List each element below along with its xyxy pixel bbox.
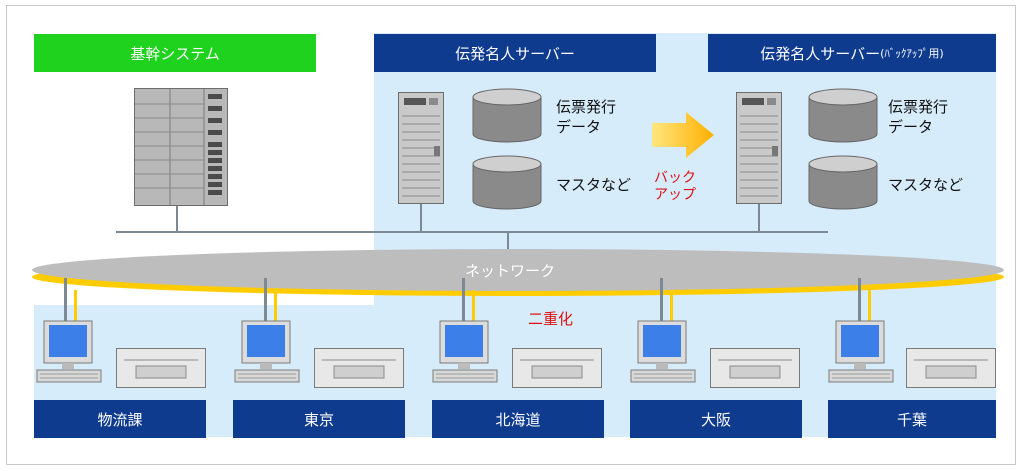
server-bus-line	[116, 231, 828, 233]
client-line-5	[858, 278, 861, 322]
client-redundant-line-1	[74, 290, 77, 330]
office-label-osaka: 大阪	[630, 400, 802, 438]
office-label-hokkaido: 北海道	[432, 400, 604, 438]
office-name: 千葉	[896, 410, 927, 429]
office-label-logistics: 物流課	[34, 400, 206, 438]
server-label: 伝発名人サーバー	[455, 44, 575, 63]
office-name: 東京	[303, 410, 334, 429]
backup-arrow-icon	[652, 110, 716, 160]
client-printer-icon	[314, 348, 404, 388]
backup-master-label: マスタなど	[888, 176, 964, 194]
slip-data-label: 伝票発行 データ	[556, 97, 616, 137]
slip-data-label-line2: データ	[556, 118, 602, 136]
client-redundant-line-5	[868, 290, 871, 330]
office-name: 北海道	[495, 410, 541, 429]
server-tower-icon	[398, 92, 444, 204]
core-system-label: 基幹システム	[130, 44, 220, 63]
duplex-label: 二重化	[528, 310, 574, 328]
client-redundant-line-2	[274, 290, 277, 330]
backup-slip-data-database-icon	[808, 88, 878, 144]
client-printer-icon	[512, 348, 602, 388]
master-label: マスタなど	[556, 176, 632, 194]
server-header: 伝発名人サーバー	[374, 34, 656, 72]
client-pc-icon	[432, 320, 498, 384]
core-system-rack-icon	[134, 88, 228, 206]
client-line-2	[264, 278, 267, 322]
backup-label: バック アップ	[654, 170, 696, 204]
backup-slip-data-label-line2: データ	[888, 118, 934, 136]
client-line-1	[64, 278, 67, 322]
client-pc-icon	[630, 320, 696, 384]
bus-to-network-line	[507, 232, 509, 250]
server-drop-line	[420, 204, 422, 232]
backup-label-line2: アップ	[654, 187, 696, 203]
network-cloud	[28, 246, 1008, 302]
core-system-header: 基幹システム	[34, 34, 316, 72]
backup-slip-data-label: 伝票発行 データ	[888, 97, 948, 137]
backup-server-header: 伝発名人サーバー(ﾊﾞｯｸｱｯﾌﾟ用)	[708, 34, 996, 72]
office-name: 大阪	[700, 410, 731, 429]
backup-label-line1: バック	[654, 170, 696, 186]
office-name: 物流課	[97, 410, 143, 429]
network-label: ネットワーク	[464, 262, 555, 280]
client-pc-icon	[828, 320, 894, 384]
client-pc-icon	[36, 320, 102, 384]
client-pc-icon	[234, 320, 300, 384]
backup-server-label: 伝発名人サーバー	[760, 44, 881, 63]
backup-server-tower-icon	[736, 92, 782, 204]
backup-server-suffix: (ﾊﾞｯｸｱｯﾌﾟ用)	[880, 47, 944, 60]
client-line-3	[462, 278, 465, 322]
client-printer-icon	[116, 348, 206, 388]
slip-data-database-icon	[472, 88, 542, 144]
office-label-tokyo: 東京	[233, 400, 405, 438]
client-line-4	[660, 278, 663, 322]
master-database-icon	[472, 155, 542, 211]
client-printer-icon	[710, 348, 800, 388]
slip-data-label-line1: 伝票発行	[556, 98, 617, 116]
core-system-drop-line	[176, 206, 178, 232]
client-redundant-line-3	[472, 290, 475, 330]
backup-server-drop-line	[758, 204, 760, 232]
client-printer-icon	[906, 348, 996, 388]
client-redundant-line-4	[670, 290, 673, 330]
backup-master-database-icon	[808, 155, 878, 211]
backup-slip-data-label-line1: 伝票発行	[888, 98, 949, 116]
office-label-chiba: 千葉	[828, 400, 996, 438]
